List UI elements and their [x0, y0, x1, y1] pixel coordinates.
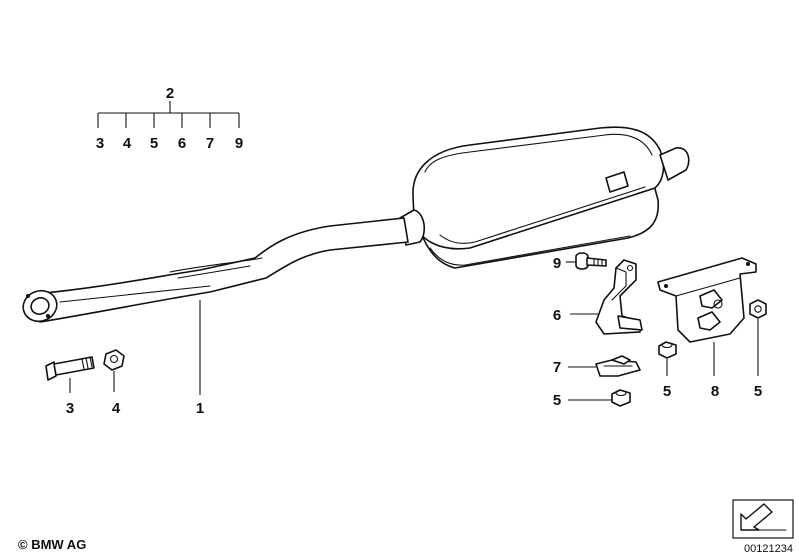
bracket-bolt-part — [575, 252, 607, 270]
image-number: 00121234 — [744, 543, 793, 555]
callout-nut: 4 — [112, 400, 121, 417]
rubber-mount-part — [657, 257, 757, 343]
nut-lower-part — [611, 389, 631, 407]
callout-nut-lower: 5 — [553, 392, 561, 409]
group-label: 2 — [166, 85, 174, 102]
bolt-part — [45, 356, 95, 381]
nut-mid-part — [658, 341, 677, 359]
group-item-label: 6 — [178, 135, 186, 152]
group-item-label: 4 — [123, 135, 132, 152]
bracket-part — [595, 259, 643, 335]
front-exhaust-pipe — [22, 217, 409, 323]
callout-clamp: 7 — [553, 359, 561, 376]
callout-nut-right: 5 — [754, 383, 762, 400]
callout-nut-mid: 5 — [663, 383, 671, 400]
callout-mount: 8 — [711, 383, 719, 400]
callout-bolt: 3 — [66, 400, 74, 417]
direction-arrow-icon — [732, 499, 794, 539]
clamp-part — [595, 355, 641, 377]
group-callout: 2 3 4 5 6 7 9 — [96, 85, 243, 152]
rear-muffler — [399, 126, 690, 269]
group-item-label: 9 — [235, 135, 243, 152]
callout-pipe: 1 — [196, 400, 204, 417]
callout-bracket: 6 — [553, 307, 561, 324]
callout-bracket-bolt: 9 — [553, 255, 561, 272]
group-item-label: 7 — [206, 135, 214, 152]
group-item-label: 3 — [96, 135, 104, 152]
nut-right-part — [749, 299, 767, 319]
group-item-label: 5 — [150, 135, 158, 152]
nut-part — [103, 349, 125, 371]
copyright-text: © BMW AG — [18, 537, 86, 552]
